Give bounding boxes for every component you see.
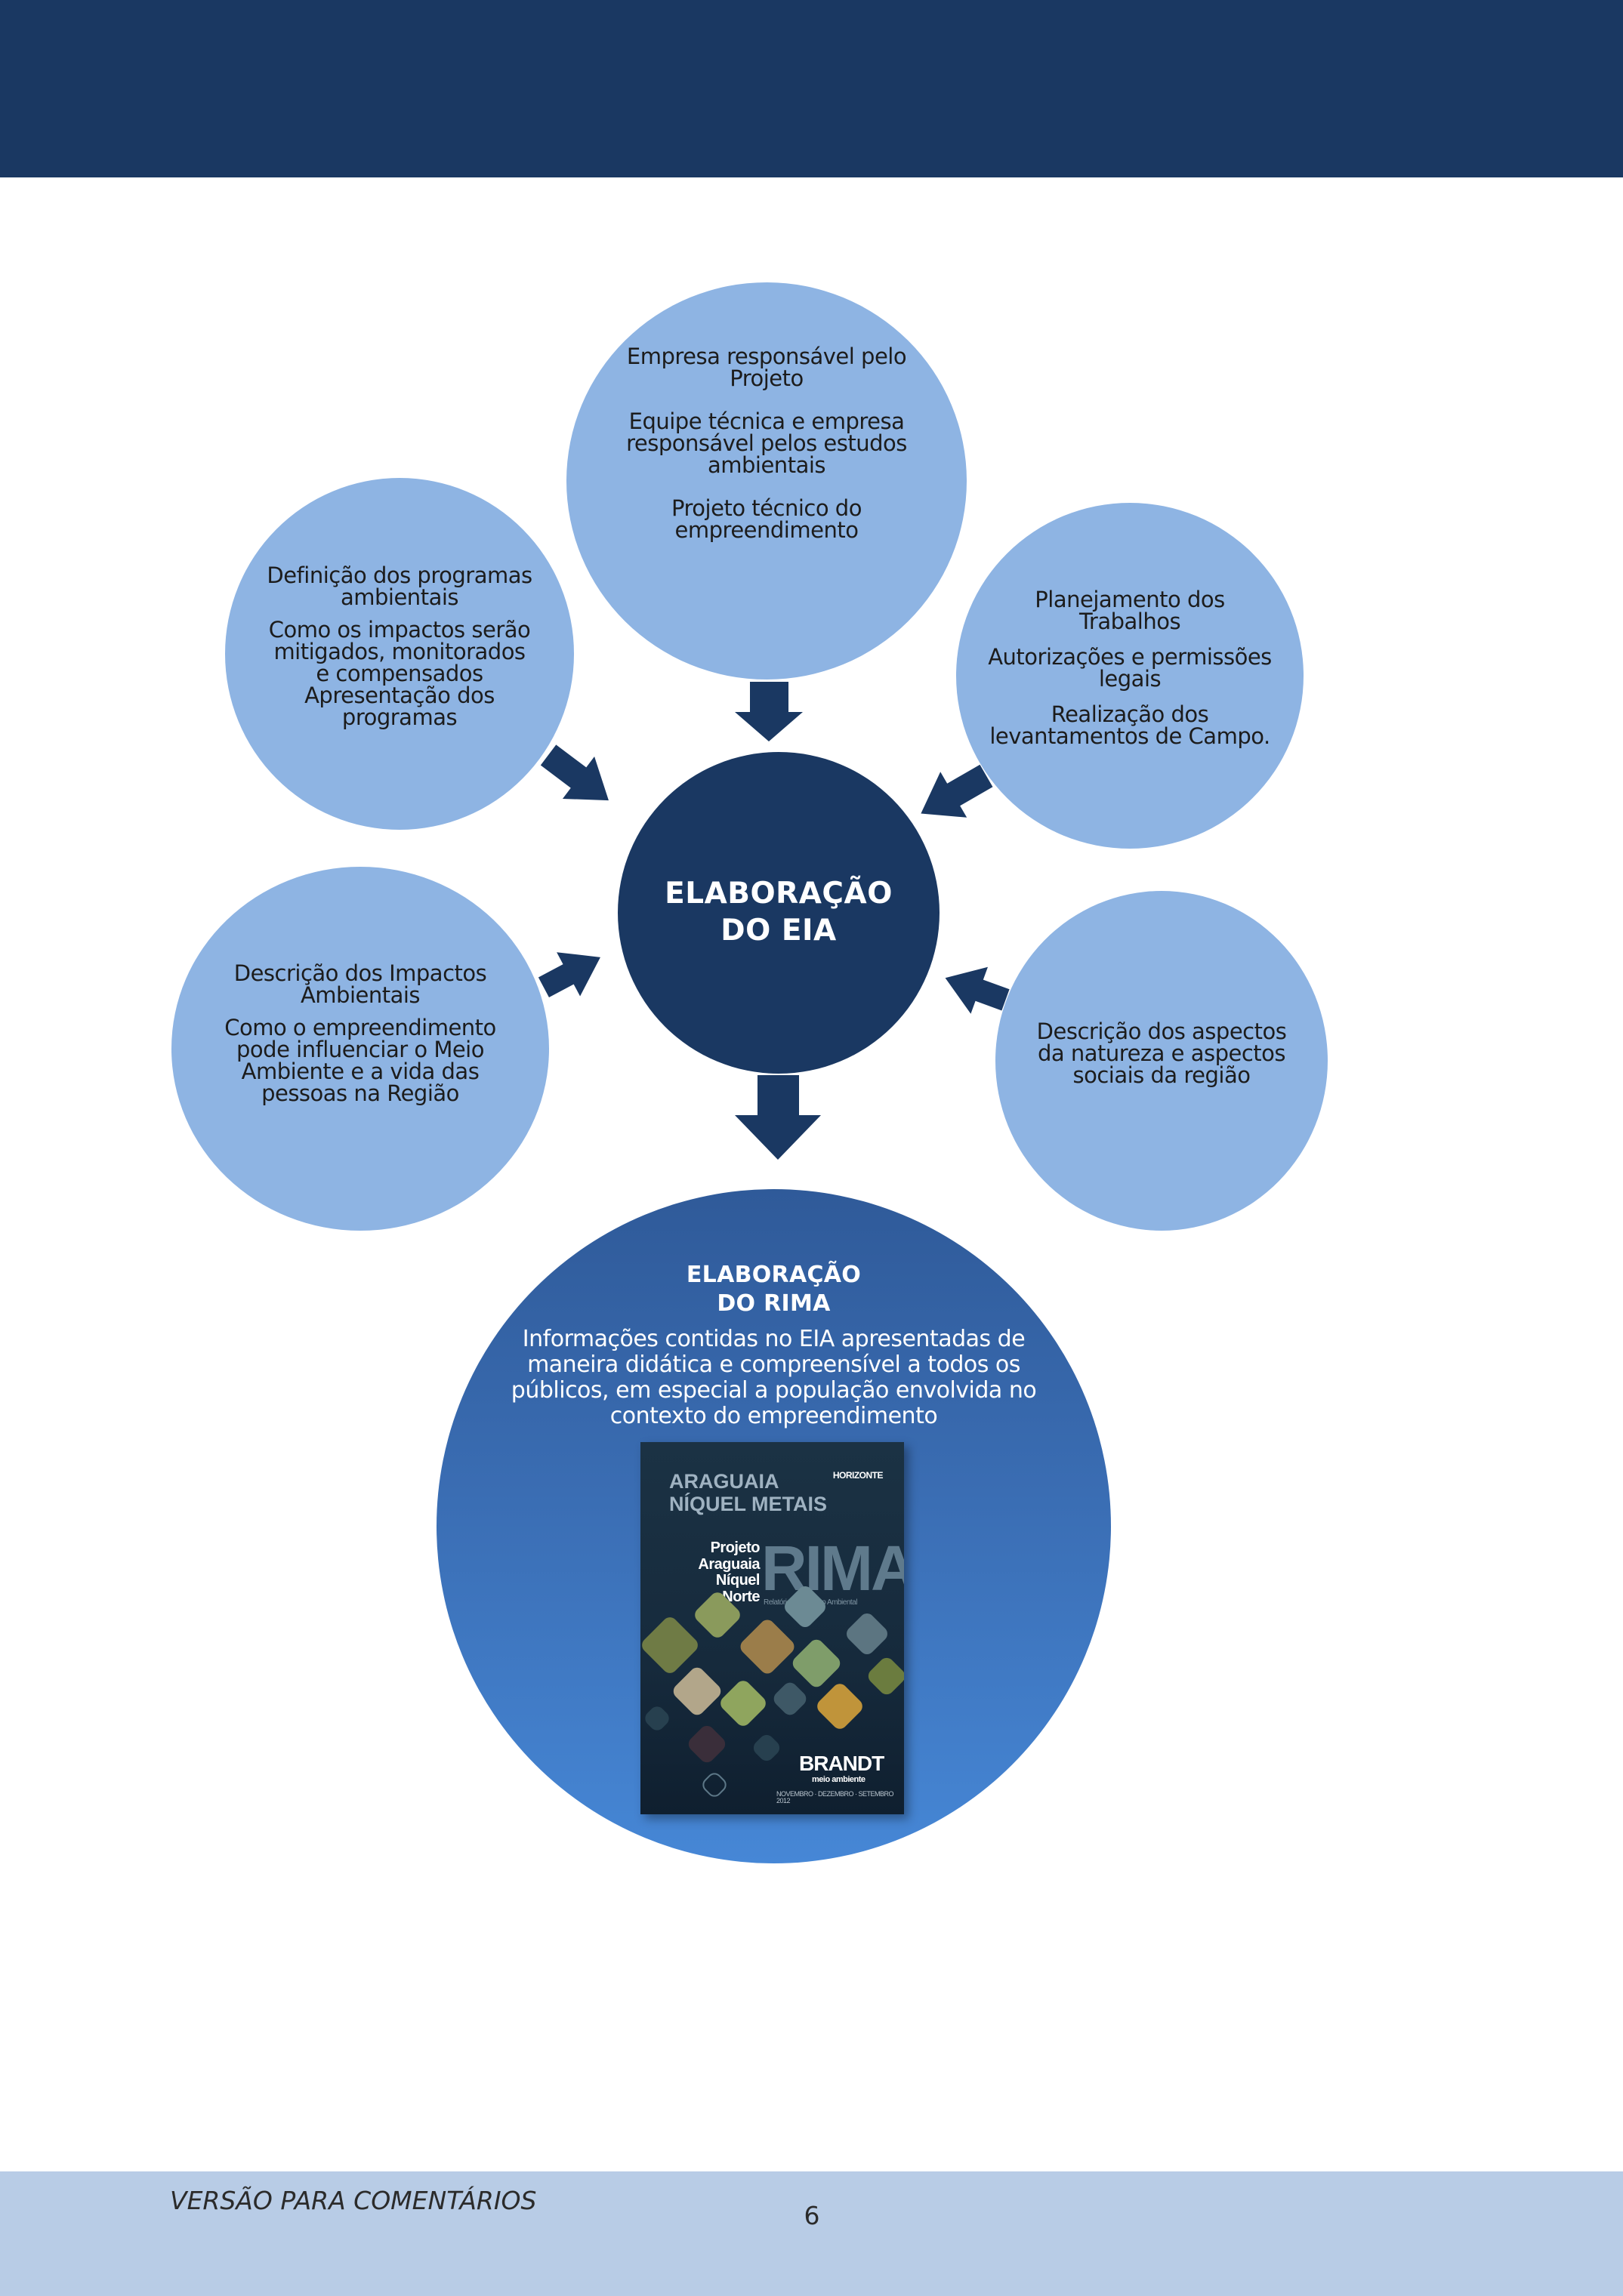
circle-impacts: Descrição dos Impactos Ambientais Como o… — [171, 867, 549, 1231]
arrow-left-to-center — [540, 744, 609, 801]
cover-photo-tile — [670, 1664, 724, 1718]
cover-photo-tile — [717, 1678, 769, 1729]
right-item-1: Planejamento dos Trabalhos — [1035, 587, 1225, 634]
cover-project-name: Projeto Araguaia Níquel Norte — [686, 1539, 761, 1605]
cover-brand-line-1: ARAGUAIA — [669, 1470, 779, 1493]
lower-left-item-1: Descrição dos Impactos Ambientais — [233, 960, 487, 1008]
circle-programs: Definição dos programas ambientais Como … — [225, 478, 574, 830]
cover-rima-title: RIMA — [761, 1533, 904, 1604]
cover-photo-tile — [789, 1636, 844, 1690]
cover-photo-tile — [865, 1654, 904, 1698]
cover-photo-tile — [699, 1770, 730, 1800]
cover-photo-tile — [642, 1703, 672, 1734]
lower-right-item-1: Descrição dos aspectos da natureza e asp… — [1036, 1018, 1287, 1088]
top-item-1: Empresa responsável pelo Projeto — [626, 343, 907, 391]
arrow-lower-left-to-center — [538, 952, 600, 997]
circle-project-team: Empresa responsável pelo Projeto Equipe … — [566, 282, 967, 680]
right-item-3: Realização dos levantamentos de Campo. — [989, 701, 1270, 749]
rima-title-line-2: DO RIMA — [717, 1290, 831, 1318]
cover-photo-tile — [737, 1616, 798, 1677]
cover-project-line-2: Araguaia — [698, 1555, 760, 1573]
circle-nature-social: Descrição dos aspectos da natureza e asp… — [995, 891, 1328, 1231]
cover-brand-line-2: NÍQUEL METAIS — [669, 1492, 828, 1515]
cover-photo-tile — [750, 1731, 783, 1764]
cover-project-line-4: Norte — [722, 1588, 760, 1605]
top-item-2: Equipe técnica e empresa responsável pel… — [626, 408, 907, 478]
lower-left-item-2: Como o empreendimento pode influenciar o… — [224, 1015, 496, 1106]
cover-brandt-tagline: meio ambiente — [812, 1775, 865, 1784]
rima-description: Informações contidas no EIA apresentadas… — [511, 1325, 1037, 1430]
cover-brand: ARAGUAIA NÍQUEL METAIS — [669, 1470, 828, 1515]
circle-planning: Planejamento dos Trabalhos Autorizações … — [956, 503, 1304, 849]
right-item-2: Autorizações e permissões legais — [988, 644, 1272, 692]
circle-rima: ELABORAÇÃO DO RIMA Informações contidas … — [437, 1189, 1111, 1863]
cover-photo-tile — [640, 1613, 702, 1677]
circle-eia-center: ELABORAÇÃO DO EIA — [618, 752, 940, 1074]
left-item-2: Como os impactos serão mitigados, monito… — [268, 616, 531, 730]
cover-horizonte-logo: HORIZONTE — [832, 1470, 884, 1481]
arrow-right-to-center — [921, 764, 993, 818]
footer-band — [0, 2171, 1623, 2296]
cover-project-line-1: Projeto — [710, 1539, 761, 1556]
page-number: 6 — [804, 2201, 820, 2230]
cover-photo-tile — [770, 1679, 810, 1718]
footer-version-label: VERSÃO PARA COMENTÁRIOS — [170, 2186, 537, 2215]
cover-brandt-logo: BRANDT — [799, 1752, 884, 1775]
header-band — [0, 0, 1623, 177]
rima-title-line-1: ELABORAÇÃO — [686, 1262, 862, 1288]
cover-photo-tile — [685, 1722, 729, 1766]
cover-photo-tile — [843, 1610, 891, 1658]
rima-cover-image: ARAGUAIA NÍQUEL METAIS HORIZONTE Projeto… — [640, 1442, 904, 1814]
cover-photo-tile — [814, 1681, 865, 1732]
center-line-1: ELABORAÇÃO — [665, 877, 893, 911]
left-item-1: Definição dos programas ambientais — [267, 562, 532, 610]
cover-project-line-3: Níquel — [715, 1572, 761, 1589]
cover-date: NOVEMBRO · DEZEMBRO · SETEMBRO 2012 — [776, 1790, 894, 1804]
center-line-2: DO EIA — [720, 914, 837, 948]
top-item-3: Projeto técnico do empreendimento — [671, 495, 862, 543]
arrow-top-to-center — [735, 682, 803, 741]
arrow-lower-right-to-center — [945, 966, 1010, 1014]
arrow-center-to-rima — [735, 1075, 821, 1160]
